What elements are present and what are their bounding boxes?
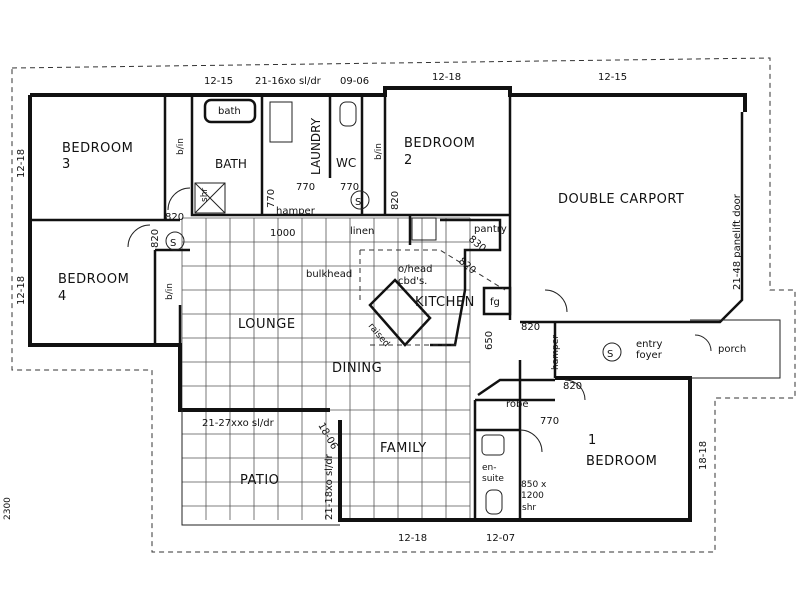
bathtub-label: bath xyxy=(218,106,241,117)
overhead-cupboards-1: o/head xyxy=(398,264,432,275)
bedroom-2-number: 2 xyxy=(404,153,413,168)
carport-label: DOUBLE CARPORT xyxy=(558,192,684,207)
shower-label: shr xyxy=(200,188,210,202)
door-swings xyxy=(127,187,712,453)
dim-right-bed1: 18-18 xyxy=(698,441,709,470)
kitchen-island xyxy=(368,278,432,347)
laundry-tub xyxy=(269,101,293,143)
ensuite-vanity xyxy=(481,434,505,456)
kitchen-bench xyxy=(430,218,502,347)
external-wall-bed1 xyxy=(338,376,692,522)
shower-bath xyxy=(194,182,226,214)
dim-top-1: 12-15 xyxy=(204,76,233,87)
dim-top-4: 12-18 xyxy=(432,72,461,83)
shower-size-1: 850 x xyxy=(521,480,547,490)
patio-label: PATIO xyxy=(240,473,279,488)
internal-walls xyxy=(30,95,555,520)
dim-770-b: 770 xyxy=(340,182,359,193)
patio-edge xyxy=(181,410,340,526)
dim-820-a: 820 xyxy=(165,212,184,223)
dim-bottom-1: 12-18 xyxy=(398,533,427,544)
bathtub xyxy=(203,98,257,124)
dim-820-d: 820 xyxy=(521,322,540,333)
bedroom-4-number: 4 xyxy=(58,289,67,304)
bath-label: BATH xyxy=(215,157,247,171)
dim-top-5: 12-15 xyxy=(598,72,627,83)
dim-770-d: 770 xyxy=(540,416,559,427)
fridge-label: fg xyxy=(490,297,500,308)
linen-label: linen xyxy=(350,226,374,237)
overhead-cupboards-2: cbd's. xyxy=(398,276,427,287)
bedroom-3-number: 3 xyxy=(62,157,71,172)
bedroom-4-label: BEDROOM xyxy=(58,272,129,287)
dim-820-f: 820 xyxy=(456,256,478,277)
hamper-label-2: hamper xyxy=(551,335,561,370)
bulkhead-label: bulkhead xyxy=(306,269,352,280)
pantry-label: pantry xyxy=(474,224,507,235)
dim-patio-door-2: 18-06 xyxy=(315,421,339,452)
dining-label: DINING xyxy=(332,361,382,376)
dim-1000: 1000 xyxy=(270,228,295,239)
builtin-label-3: b/in xyxy=(374,143,384,160)
shower-size-2: 1200 xyxy=(521,491,544,501)
svg-text:S: S xyxy=(170,238,176,249)
bedroom-1-number: 1 xyxy=(588,433,597,448)
builtin-label-1: b/in xyxy=(176,138,186,155)
builtin-label-2: b/in xyxy=(165,283,175,300)
dim-650: 650 xyxy=(484,331,495,350)
smoke-detector-3: S xyxy=(602,342,622,362)
ensuite-label-1: en- xyxy=(482,463,497,473)
fridge-space xyxy=(482,286,512,316)
dim-830: 830 xyxy=(466,234,488,255)
smoke-detector-1: S xyxy=(350,190,370,210)
ensuite-label-2: suite xyxy=(482,474,504,484)
dim-top-2: 21-16xo sl/dr xyxy=(255,76,322,87)
roof-outline xyxy=(11,57,796,553)
hamper-label: hamper xyxy=(276,206,316,217)
svg-text:S: S xyxy=(355,197,361,208)
ensuite-toilet xyxy=(485,489,503,515)
wc-label: WC xyxy=(336,156,356,170)
dim-left-1: 12-18 xyxy=(16,149,27,178)
lounge-label: LOUNGE xyxy=(238,317,296,332)
bulkhead-lines xyxy=(359,249,506,346)
dim-patio-door-3: 21-18xo sl/dr xyxy=(324,453,335,520)
robe-label: robe xyxy=(506,399,529,410)
laundry-label: LAUNDRY xyxy=(309,117,323,175)
family-label: FAMILY xyxy=(380,441,427,456)
svg-text:S: S xyxy=(607,349,613,360)
dim-side-mark: 2300 xyxy=(3,497,13,520)
toilet xyxy=(339,101,357,127)
dim-left-2: 12-18 xyxy=(16,276,27,305)
bedroom-2-label: BEDROOM xyxy=(404,136,475,151)
porch-label: porch xyxy=(718,344,746,355)
dim-right-door: 21-48 panelift door xyxy=(732,193,743,290)
ensuite-shower-label: shr xyxy=(522,503,536,513)
entry-label: entry xyxy=(636,339,663,350)
carport-wall-right xyxy=(520,112,744,324)
dim-770-a: 770 xyxy=(296,182,315,193)
porch-outline xyxy=(690,319,781,379)
dim-820-e: 820 xyxy=(563,381,582,392)
smoke-detector-2: S xyxy=(165,231,185,251)
foyer-label: foyer xyxy=(636,350,663,361)
dim-top-3: 09-06 xyxy=(340,76,369,87)
dim-bottom-2: 12-07 xyxy=(486,533,515,544)
bedroom-3-label: BEDROOM xyxy=(62,141,133,156)
dim-820-b: 820 xyxy=(150,229,161,248)
dim-820-c: 820 xyxy=(390,191,401,210)
kitchen-label: KITCHEN xyxy=(415,295,475,310)
external-wall xyxy=(30,86,747,112)
dim-patio-door-1: 21-27xxo sl/dr xyxy=(202,418,275,429)
robe-wall xyxy=(477,378,555,397)
dim-770-c: 770 xyxy=(266,189,277,208)
bedroom-1-label: BEDROOM xyxy=(586,454,657,469)
shower-cross xyxy=(194,182,226,214)
cooktop xyxy=(411,217,437,241)
